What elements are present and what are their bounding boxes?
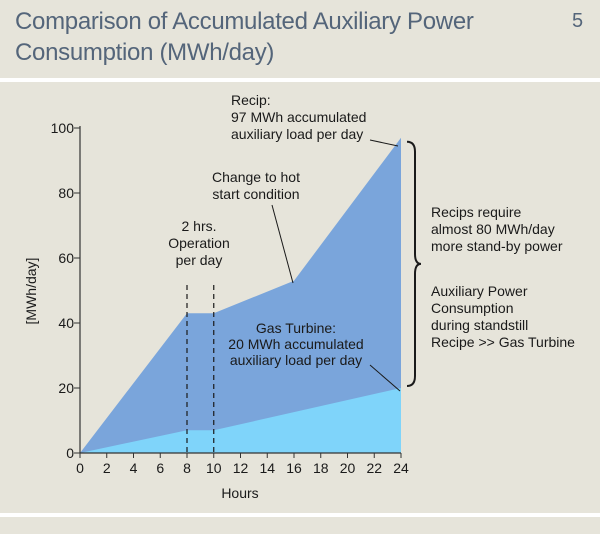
operation-annotation-line: 2 hrs. (181, 218, 216, 234)
x-tick-label: 22 (366, 460, 382, 476)
operation-annotation-line: Operation (168, 235, 229, 251)
x-tick-label: 10 (206, 460, 222, 476)
page-title: Comparison of Accumulated Auxiliary Powe… (15, 6, 545, 68)
standby-annotation-line: almost 80 MWh/day (431, 221, 555, 237)
divider-bottom (0, 513, 600, 517)
title-line-2: Consumption (MWh/day) (15, 39, 275, 66)
standstill-annotation-line: Recipe >> Gas Turbine (431, 334, 575, 350)
standstill-annotation-line: Consumption (431, 300, 514, 316)
y-tick-label: 40 (58, 315, 74, 331)
x-tick-label: 18 (313, 460, 329, 476)
y-tick-label: 60 (58, 250, 74, 266)
hot-start-annotation-line: start condition (212, 186, 299, 202)
recip-annotation-line: Recip: (231, 92, 271, 108)
y-tick-label: 0 (66, 445, 74, 461)
page-number: 5 (572, 10, 584, 32)
y-tick-label: 80 (58, 185, 74, 201)
x-tick-label: 2 (103, 460, 111, 476)
standstill-annotation-line: Auxiliary Power (431, 283, 528, 299)
x-tick-label: 8 (183, 460, 191, 476)
x-tick-label: 4 (130, 460, 138, 476)
y-tick-label: 100 (51, 120, 75, 136)
y-axis-label: [MWh/day] (23, 258, 39, 325)
operation-annotation-line: per day (176, 252, 223, 268)
header: Comparison of Accumulated Auxiliary Powe… (0, 0, 560, 78)
recip-area (80, 137, 401, 453)
x-tick-label: 24 (393, 460, 409, 476)
divider-top (0, 78, 600, 82)
title-line-1: Comparison of Accumulated Auxiliary Powe… (15, 8, 474, 35)
recip-leader (369, 139, 399, 147)
x-tick-label: 0 (76, 460, 84, 476)
gas-turbine-annotation: Gas Turbine:20 MWh accumulatedauxiliary … (228, 320, 363, 368)
operation-window-lines (186, 285, 215, 453)
x-tick-label: 20 (340, 460, 356, 476)
y-tick-label: 20 (58, 380, 74, 396)
hot-start-leader (271, 204, 294, 284)
x-tick-label: 14 (259, 460, 275, 476)
chart-areas (80, 137, 401, 453)
x-tick-label: 16 (286, 460, 302, 476)
x-tick-label: 6 (156, 460, 164, 476)
recip-annotation-line: auxiliary load per day (231, 126, 363, 142)
standby-annotation-line: Recips require (431, 204, 521, 220)
gas-turbine-annotation-line: 20 MWh accumulated (228, 336, 363, 352)
hot-start-annotation-line: Change to hot (212, 169, 300, 185)
standstill-annotation-line: during standstill (431, 317, 528, 333)
recip-annotation-line: 97 MWh accumulated (231, 109, 366, 125)
gas-turbine-leader (369, 364, 401, 392)
x-axis-label: Hours (221, 485, 258, 501)
x-tick-label: 12 (233, 460, 249, 476)
gas-turbine-annotation-line: Gas Turbine: (256, 320, 336, 336)
gas-turbine-area (80, 388, 401, 453)
gas-turbine-annotation-line: auxiliary load per day (230, 352, 362, 368)
page-number-box (562, 0, 600, 78)
difference-brace (406, 140, 422, 387)
standby-annotation-line: more stand-by power (431, 238, 563, 254)
